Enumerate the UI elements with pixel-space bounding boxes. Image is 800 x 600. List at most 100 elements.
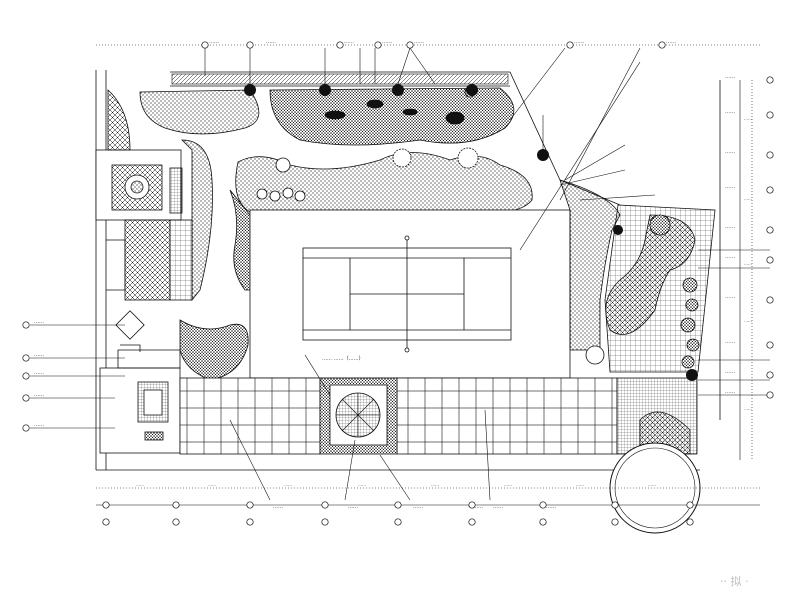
axis-bubble xyxy=(246,518,254,526)
left-callout-label: …… xyxy=(34,370,44,376)
bottom-callout-label: …… xyxy=(273,504,283,510)
axis-bubble xyxy=(766,151,774,159)
axis-bubble xyxy=(766,371,774,379)
bottom-dim-label: …… xyxy=(504,482,512,487)
left-callout-label: …… xyxy=(34,319,44,325)
top-callouts: …………………………………… xyxy=(201,39,676,49)
top-callout-label: …… xyxy=(414,39,424,45)
left-callouts: …… …… …… …… …… xyxy=(22,319,44,432)
watermark: ·· 拟 · xyxy=(720,574,748,588)
bottom-callout-label: …… xyxy=(473,504,483,510)
site-boundary xyxy=(95,70,721,471)
top-planting-bed xyxy=(139,86,515,146)
axis-bubble xyxy=(246,501,254,509)
right-dimensions: …… …… …… …… …… xyxy=(744,116,752,411)
axis-bubble xyxy=(172,518,180,526)
axis-bubble xyxy=(321,518,329,526)
right-dim-label: …… xyxy=(744,406,752,411)
axis-bubble xyxy=(336,41,344,49)
villa-building xyxy=(95,89,213,340)
bottom-dim-label: …… xyxy=(648,482,656,487)
axis-bubble xyxy=(22,372,30,380)
axis-bubble xyxy=(686,501,694,509)
bottom-dim-label: …… xyxy=(208,482,216,487)
axis-bubble xyxy=(539,501,547,509)
bottom-dim-label: …… xyxy=(576,482,584,487)
top-callout-label: …… xyxy=(344,39,354,45)
axis-bubble xyxy=(766,391,774,399)
bottom-callout-label: …… xyxy=(348,504,358,510)
lawn-area xyxy=(229,147,533,291)
axis-bubble xyxy=(172,501,180,509)
right-callouts: …… …… …… …… …… …… …… …… …… …… xyxy=(725,74,774,399)
bottom-dim-label: …… xyxy=(431,482,439,487)
bottom-callout-label: …… xyxy=(493,504,503,510)
entry-pavilion xyxy=(99,319,249,454)
right-callout-label: …… xyxy=(725,109,735,115)
axis-bubble xyxy=(406,41,414,49)
key-trees xyxy=(244,84,698,381)
right-callout-label: …… xyxy=(725,254,735,260)
axis-bubble xyxy=(766,256,774,264)
axis-bubble xyxy=(611,501,619,509)
axis-bubble xyxy=(539,518,547,526)
axis-bubble xyxy=(22,394,30,402)
axis-bubble xyxy=(374,41,382,49)
right-callout-label: …… xyxy=(725,149,735,155)
top-callout-label: …… xyxy=(209,39,219,45)
top-callout-label: …… xyxy=(574,39,584,45)
left-callout-label: …… xyxy=(34,352,44,358)
axis-bubble xyxy=(102,501,110,509)
axis-bubble xyxy=(468,501,476,509)
axis-bubble xyxy=(468,518,476,526)
right-callout-label: …… xyxy=(725,184,735,190)
bottom-callout-label: …… xyxy=(413,504,423,510)
bottom-dim-label: …… xyxy=(284,482,292,487)
bottom-callout-label: …… xyxy=(546,504,556,510)
right-dim-label: …… xyxy=(744,116,752,121)
leader-lines xyxy=(30,47,770,501)
bottom-dim-label: …… xyxy=(358,482,366,487)
axis-bubble xyxy=(394,518,402,526)
grid-axis-bubbles xyxy=(96,44,760,506)
court-note: …… ……（……） xyxy=(322,356,364,362)
axis-bubble xyxy=(566,41,574,49)
axis-bubble xyxy=(321,501,329,509)
axis-bubble xyxy=(766,226,774,234)
axis-bubble xyxy=(22,321,30,329)
axis-bubble xyxy=(658,41,666,49)
axis-bubble xyxy=(766,111,774,119)
bottom-callouts: …… …… …… …… …… …… xyxy=(273,504,556,510)
axis-bubble xyxy=(201,41,209,49)
axis-bubble xyxy=(766,296,774,304)
paved-terrace xyxy=(179,377,701,534)
right-callout-label: …… xyxy=(725,224,735,230)
bottom-dim-label: …… xyxy=(136,482,144,487)
left-callout-label: …… xyxy=(34,392,44,398)
right-callout-label: …… xyxy=(725,389,735,395)
top-callout-label: …… xyxy=(666,39,676,45)
axis-bubble xyxy=(22,354,30,362)
axis-bubble xyxy=(611,518,619,526)
right-dim-label: …… xyxy=(744,261,752,266)
axis-bubble xyxy=(246,41,254,49)
right-dim-label: …… xyxy=(744,318,752,323)
axis-bubble xyxy=(766,76,774,84)
axis-bubble xyxy=(766,186,774,194)
right-callout-label: …… xyxy=(725,74,735,80)
right-callout-label: …… xyxy=(725,369,735,375)
top-callout-label: …… xyxy=(382,39,392,45)
right-dim-label: …… xyxy=(744,196,752,201)
bottom-dimensions: …… …… …… …… …… …… …… …… xyxy=(102,482,694,526)
pergola-strip xyxy=(171,73,509,85)
axis-bubble xyxy=(102,518,110,526)
left-callout-label: …… xyxy=(34,422,44,428)
axis-bubble xyxy=(766,341,774,349)
right-callout-label: …… xyxy=(725,294,735,300)
tennis-court xyxy=(249,209,571,379)
axis-bubble xyxy=(22,424,30,432)
right-callout-label: …… xyxy=(725,339,735,345)
axis-bubble xyxy=(394,501,402,509)
right-garden xyxy=(559,179,716,373)
